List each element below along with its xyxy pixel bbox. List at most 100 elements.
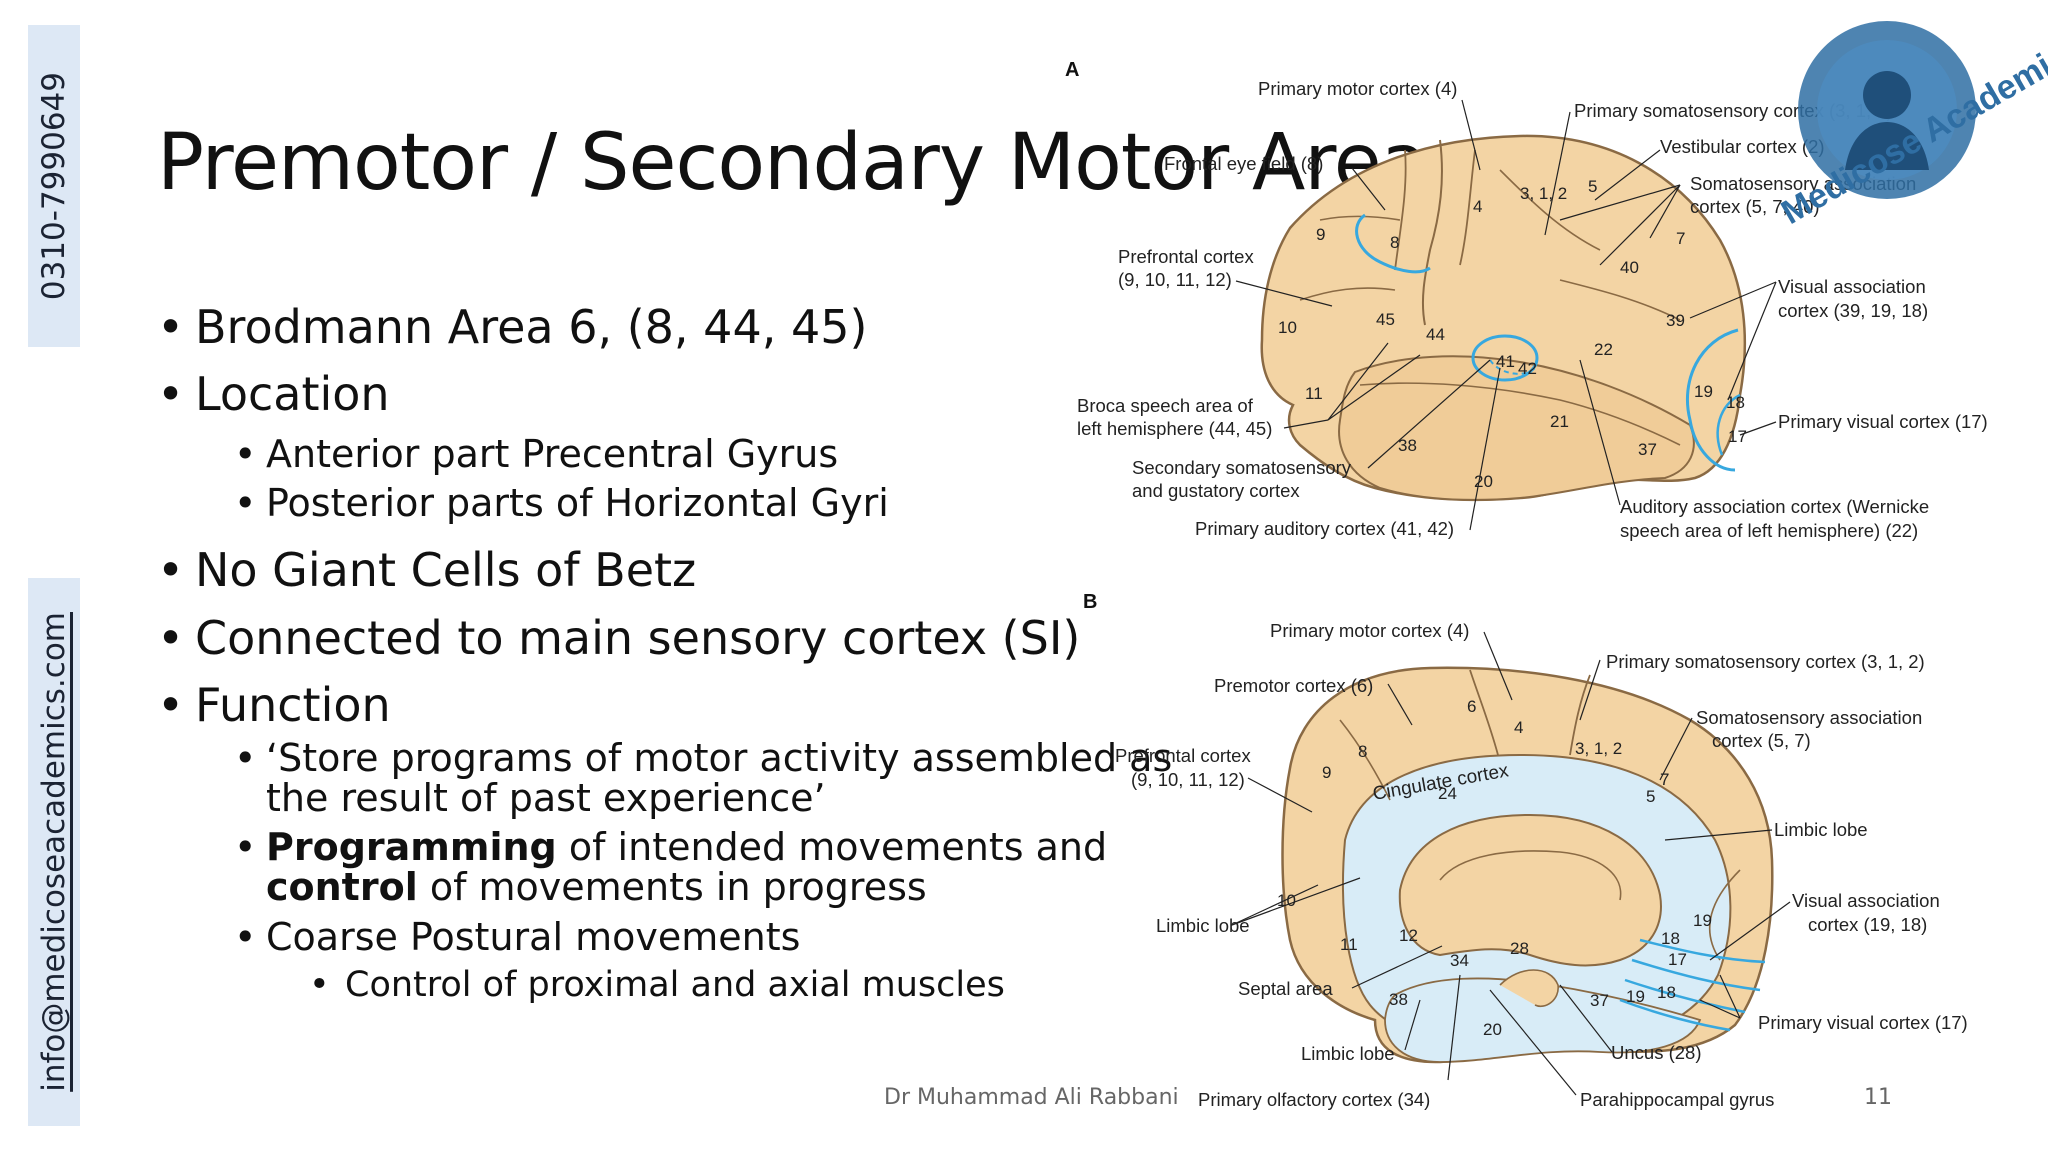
area-number: 28 (1510, 939, 1529, 958)
area-number: 7 (1660, 770, 1669, 789)
bullet-text-line1: ‘Store programs of motor activity assemb… (266, 736, 1173, 780)
label-secondary-somato-2: and gustatory cortex (1132, 480, 1300, 501)
panel-b-area-numbers: 6 4 8 9 3, 1, 2 7 5 24 10 11 12 34 28 19… (1277, 697, 1712, 1039)
frontal-eye-field-outline (1355, 213, 1431, 274)
bullet-marker: • (234, 432, 257, 476)
parieto-occipital-sulcus (1708, 869, 1741, 961)
bullet-text: Posterior parts of Horizontal Gyri (266, 481, 889, 525)
primary-visual-outline (1716, 393, 1741, 456)
label-primary-somatosensory-b: Primary somatosensory cortex (3, 1, 2) (1606, 651, 1925, 672)
area-number: 11 (1305, 384, 1323, 403)
label-limbic-lobe-left: Limbic lobe (1156, 915, 1250, 936)
bullet-marker: • (157, 678, 185, 732)
label-prefrontal-1: Prefrontal cortex (1118, 246, 1254, 267)
medicose-logo: Medicose Academics (1775, 21, 2048, 232)
label-broca-1: Broca speech area of (1077, 395, 1254, 416)
label-septal-area: Septal area (1238, 978, 1333, 999)
bullet-marker: • (157, 611, 185, 665)
phone-side-tab: 0310-7990649 (28, 25, 80, 347)
bullet-marker: • (157, 367, 185, 421)
frontal-medial-sulcus (1339, 719, 1391, 801)
bullet-function: •Function (157, 678, 391, 732)
area-number: 19 (1693, 911, 1712, 930)
bullet-marker: • (157, 300, 185, 354)
label-broca-2: left hemisphere (44, 45) (1077, 418, 1272, 439)
area-number: 17 (1668, 950, 1687, 969)
area-number: 38 (1389, 990, 1408, 1009)
frontal-sulcus-1 (1299, 287, 1396, 301)
sub-bullet-precentral: •Anterior part Precentral Gyrus (234, 432, 838, 476)
label-prefrontal-2: (9, 10, 11, 12) (1118, 269, 1232, 290)
bullet-text: Anterior part Precentral Gyrus (266, 432, 839, 476)
bullet-text-line2: the result of past experience’ (266, 776, 826, 820)
area-number: 12 (1399, 926, 1418, 945)
label-visual-assoc-b-1: Visual association (1792, 890, 1940, 911)
sub-bullet-programming: • Programming of intended movements and … (234, 827, 1107, 907)
area-number: 20 (1483, 1020, 1502, 1039)
area-number: 42 (1518, 359, 1537, 378)
sub-bullet-horizontal-gyri: •Posterior parts of Horizontal Gyri (234, 481, 889, 525)
page-number: 11 (1864, 1085, 1892, 1110)
label-primary-auditory: Primary auditory cortex (41, 42) (1195, 518, 1454, 539)
area-number: 6 (1467, 697, 1476, 716)
paracentral-sulcus (1569, 674, 1591, 756)
area-number: 19 (1626, 987, 1645, 1006)
area-number: 37 (1638, 440, 1657, 459)
email-side-tab[interactable]: info@medicoseacademics.com (28, 578, 80, 1126)
footer-author: Dr Muhammad Ali Rabbani (884, 1085, 1179, 1110)
area-number: 44 (1426, 325, 1445, 344)
bullet-connected: •Connected to main sensory cortex (SI) (157, 611, 1080, 665)
bullet-location: •Location (157, 367, 390, 421)
area-number: 22 (1594, 340, 1613, 359)
bullet-text: No Giant Cells of Betz (195, 543, 697, 597)
area-number: 5 (1588, 177, 1597, 196)
panel-a-tag: A (1065, 59, 1079, 81)
label-frontal-eye-field: Frontal eye field (8) (1164, 153, 1323, 174)
area-number: 39 (1666, 311, 1685, 330)
area-number: 10 (1277, 891, 1296, 910)
bullet-text-line2: of movements in progress (417, 865, 927, 909)
bullet-marker: • (234, 825, 257, 869)
area-number: 3, 1, 2 (1520, 184, 1567, 203)
postcentral-sulcus (1459, 149, 1476, 266)
area-number: 19 (1694, 382, 1713, 401)
area-number: 4 (1514, 718, 1523, 737)
label-primary-visual-b: Primary visual cortex (17) (1758, 1012, 1968, 1033)
parietal-sulcus-1 (1499, 169, 1601, 251)
bullet-betz: •No Giant Cells of Betz (157, 543, 696, 597)
area-number: 18 (1726, 393, 1745, 412)
corpus-callosum (1398, 813, 1662, 967)
parietal-sulcus-2 (1559, 279, 1681, 321)
bullet-text: Control of proximal and axial muscles (345, 965, 1005, 1005)
label-prefrontal-b-1: Prefrontal cortex (1115, 745, 1251, 766)
label-primary-olfactory: Primary olfactory cortex (34) (1198, 1089, 1430, 1110)
sub-sub-bullet-proximal: •Control of proximal and axial muscles (309, 965, 1005, 1005)
label-primary-motor-b: Primary motor cortex (4) (1270, 620, 1469, 641)
bullet-text: Coarse Postural movements (266, 915, 801, 959)
precentral-sulcus (1394, 149, 1407, 271)
temporal-lobe (1338, 355, 1695, 501)
thalamus-sulcus (1439, 850, 1622, 901)
sub-bullet-postural: •Coarse Postural movements (234, 915, 800, 959)
panel-b-tag: B (1083, 591, 1097, 613)
uncus-shape (1499, 969, 1559, 1007)
logo-person-body (1845, 122, 1929, 170)
area-number: 24 (1438, 784, 1457, 803)
panel-a-labels: Primary motor cortex (4) Frontal eye fie… (1077, 78, 1988, 541)
label-auditory-assoc-2: speech area of left hemisphere) (22) (1620, 520, 1918, 541)
area-number: 11 (1340, 935, 1358, 954)
bullet-text: Connected to main sensory cortex (SI) (195, 611, 1081, 665)
central-sulcus (1421, 139, 1443, 326)
area-number: 8 (1390, 233, 1399, 252)
area-number: 18 (1657, 983, 1676, 1002)
panel-b-labels: Primary motor cortex (4) Primary somatos… (1115, 620, 1968, 1110)
label-visual-assoc-2: cortex (39, 19, 18) (1778, 300, 1928, 321)
frontal-sulcus-2 (1319, 215, 1401, 221)
auditory-cortex-dashes (1489, 359, 1536, 375)
bullet-text: Location (195, 367, 390, 421)
area-number: 4 (1473, 197, 1482, 216)
area-number: 37 (1590, 991, 1609, 1010)
area-number: 10 (1278, 318, 1297, 337)
bullet-text-line1: of intended movements and (556, 825, 1108, 869)
